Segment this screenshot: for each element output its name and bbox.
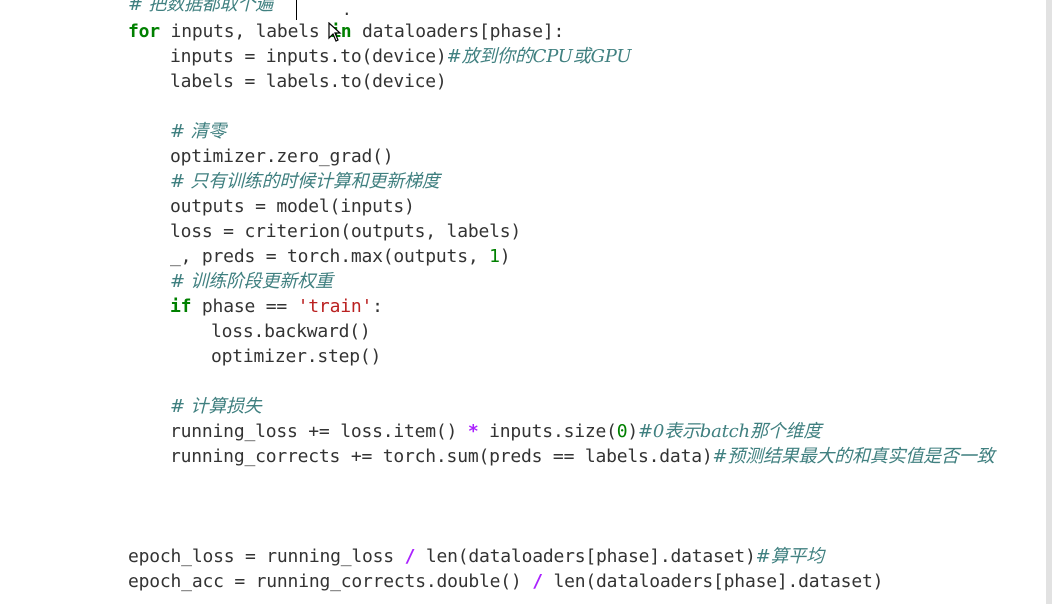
operator: / [532, 571, 543, 592]
comment-text: # 只有训练的时候计算和更新梯度 [170, 171, 440, 192]
code-line-3: labels = labels.to(device) [170, 69, 447, 94]
number-literal: 0 [616, 421, 628, 442]
code-line-16: # 计算损失 [170, 394, 262, 419]
code-text: : [372, 296, 383, 317]
comment-text: #算平均 [755, 546, 824, 567]
code-line-13: loss.backward() [211, 319, 371, 344]
code-line-10: _, preds = torch.max(outputs, 1) [170, 244, 511, 269]
code-text: loss.backward() [211, 321, 371, 342]
code-text: loss = criterion(outputs, labels) [170, 221, 522, 242]
code-text: epoch_loss = running_loss [128, 546, 405, 567]
code-line-17: running_loss += loss.item() * inputs.siz… [170, 419, 821, 444]
code-line-18: running_corrects += torch.sum(preds == l… [170, 444, 995, 469]
code-text: ) [499, 246, 511, 267]
code-line-23: epoch_acc = running_corrects.double() / … [128, 569, 883, 594]
string-literal: 'train' [297, 296, 373, 317]
code-text: len(dataloaders[phase].dataset) [542, 571, 884, 592]
code-text: optimizer.zero_grad() [170, 146, 394, 167]
code-line-9: loss = criterion(outputs, labels) [170, 219, 521, 244]
operator: / [404, 546, 416, 567]
code-text: phase == [191, 296, 298, 317]
code-text: labels = labels.to(device) [170, 71, 447, 92]
code-text: inputs = inputs.to(device) [170, 46, 447, 67]
code-fragment: . [342, 0, 352, 19]
code-line-11: # 训练阶段更新权重 [170, 269, 333, 294]
code-text: ) [627, 421, 639, 442]
text-cursor [296, 0, 297, 20]
keyword-for: for [128, 21, 160, 42]
code-text: _, preds = torch.max(outputs, [170, 246, 490, 267]
mouse-cursor-icon [328, 22, 342, 42]
code-text: outputs = model(inputs) [170, 196, 415, 217]
code-text: dataloaders[phase]: [351, 21, 565, 42]
comment-text: #0表示batch那个维度 [638, 421, 822, 442]
code-line-6: optimizer.zero_grad() [170, 144, 394, 169]
comment-text: #放到你的CPU或GPU [446, 46, 632, 67]
code-line-8: outputs = model(inputs) [170, 194, 415, 219]
code-text: inputs, labels [159, 21, 331, 42]
comment-text: # 清零 [170, 121, 227, 142]
comment-text: #预测结果最大的和真实值是否一致 [712, 446, 995, 467]
code-line-1: for inputs, labels in dataloaders[phase]… [128, 19, 564, 44]
code-text: inputs.size( [478, 421, 617, 442]
comment-text: # 计算损失 [170, 396, 262, 417]
window-edge [1046, 0, 1052, 604]
code-text: optimizer.step() [211, 346, 382, 367]
operator: * [467, 421, 479, 442]
comment-text: # 把数据都取个遍 [128, 0, 274, 15]
code-line-14: optimizer.step() [211, 344, 381, 369]
number-literal: 1 [489, 246, 500, 267]
code-line-2: inputs = inputs.to(device)#放到你的CPU或GPU [170, 44, 632, 69]
code-line-7: # 只有训练的时候计算和更新梯度 [170, 169, 440, 194]
code-line-5: # 清零 [170, 119, 226, 144]
code-line-22: epoch_loss = running_loss / len(dataload… [128, 544, 824, 569]
code-text: running_loss += loss.item() [170, 421, 468, 442]
code-text: running_corrects += torch.sum(preds == l… [170, 446, 713, 467]
code-text: len(dataloaders[phase].dataset) [415, 546, 756, 567]
comment-text: # 训练阶段更新权重 [170, 271, 333, 292]
keyword-if: if [170, 296, 192, 317]
code-line-0: # 把数据都取个遍 [128, 0, 273, 17]
code-text: epoch_acc = running_corrects.double() [128, 571, 533, 592]
code-line-12: if phase == 'train': [170, 294, 383, 319]
